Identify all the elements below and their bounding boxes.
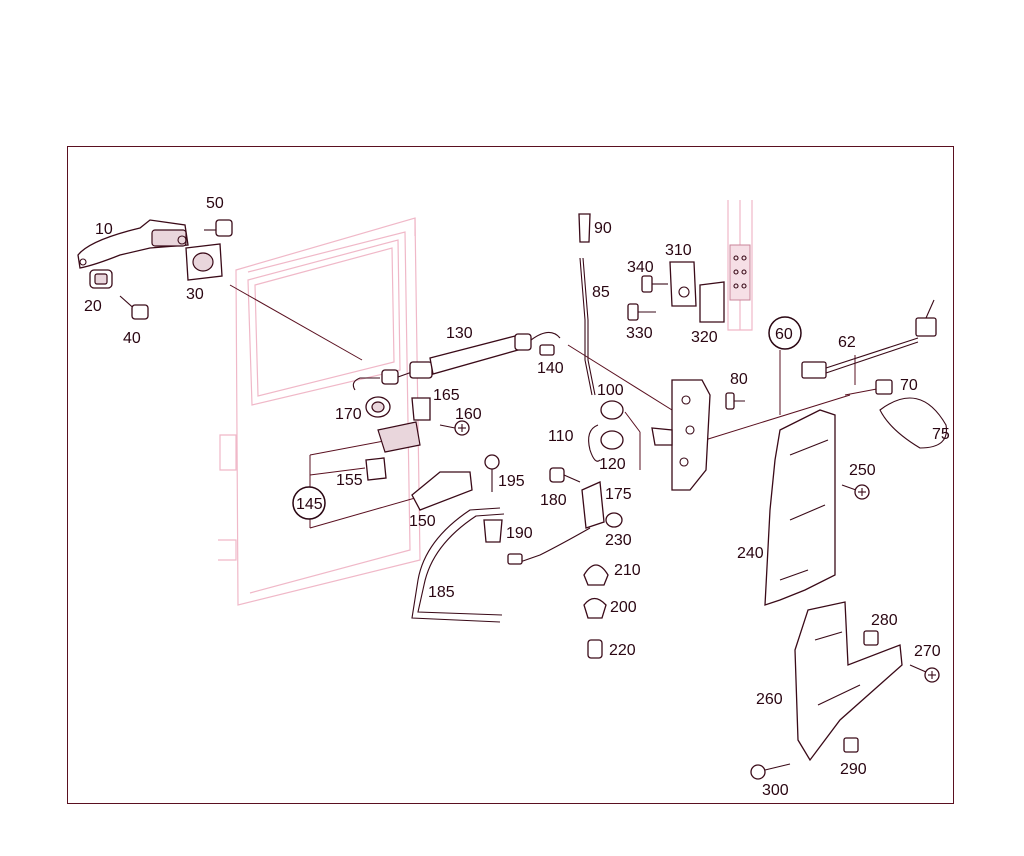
- clip-165: [411, 397, 431, 421]
- bolt-40: [119, 295, 149, 320]
- label-10: 10: [95, 221, 113, 238]
- label-130: 130: [446, 325, 473, 342]
- label-165: 165: [433, 387, 460, 404]
- ring-230: [605, 512, 623, 528]
- label-270: 270: [914, 643, 941, 660]
- plug-210: [583, 564, 609, 586]
- label-160: 160: [455, 406, 482, 423]
- strap-75: [875, 379, 948, 449]
- label-170: 170: [335, 406, 362, 423]
- door-outline: [218, 200, 753, 606]
- label-75: 75: [932, 426, 950, 443]
- label-110: 110: [548, 428, 574, 445]
- screw-160: [439, 420, 470, 436]
- label-290: 290: [840, 761, 867, 778]
- label-60: 60: [775, 326, 793, 343]
- striker-310: [669, 261, 697, 307]
- label-195: 195: [498, 473, 525, 490]
- bolt-180: [549, 467, 581, 483]
- label-80: 80: [730, 371, 748, 388]
- label-180: 180: [540, 492, 567, 509]
- label-90: 90: [594, 220, 612, 237]
- label-220: 220: [609, 642, 636, 659]
- label-190: 190: [506, 525, 533, 542]
- clip-155: [365, 457, 387, 481]
- clip-140: [539, 344, 555, 356]
- label-230: 230: [605, 532, 632, 549]
- strap-185: [411, 507, 505, 623]
- handle-gasket: [89, 269, 113, 289]
- diagram-frame: [67, 146, 954, 804]
- label-175: 175: [605, 486, 632, 503]
- handle-seal-plate: [185, 243, 223, 281]
- label-210: 210: [614, 562, 641, 579]
- callout-circle-145: [292, 486, 326, 520]
- screw-330: [627, 303, 656, 321]
- bushing-100: [600, 400, 624, 420]
- inner-door-handle: [377, 421, 421, 453]
- label-280: 280: [871, 612, 898, 629]
- clip-190: [483, 519, 503, 543]
- wiring-harness-62: [801, 299, 937, 379]
- bolt-50: [204, 219, 233, 237]
- label-340: 340: [627, 259, 654, 276]
- label-140: 140: [537, 360, 564, 377]
- label-310: 310: [665, 242, 692, 259]
- plate-320: [699, 281, 725, 323]
- grommet-170: [365, 396, 391, 418]
- label-85: 85: [592, 284, 610, 301]
- screw-300: [750, 763, 791, 780]
- label-100: 100: [597, 382, 624, 399]
- label-300: 300: [762, 782, 789, 799]
- part-number-labels: 10 20 30 40 50 60 62 70 75 80 85 90 100 …: [84, 195, 950, 799]
- screw-195: [484, 454, 500, 492]
- label-30: 30: [186, 286, 204, 303]
- remote-control-rod: [352, 331, 561, 391]
- handle-cover: [411, 471, 473, 511]
- bushing-120: [600, 430, 624, 450]
- label-330: 330: [626, 325, 653, 342]
- label-70: 70: [900, 377, 918, 394]
- label-155: 155: [336, 472, 363, 489]
- label-250: 250: [849, 462, 876, 479]
- label-185: 185: [428, 584, 455, 601]
- door-lock: [651, 379, 711, 491]
- plug-200: [583, 597, 607, 619]
- label-200: 200: [610, 599, 637, 616]
- label-145: 145: [296, 496, 323, 513]
- label-20: 20: [84, 298, 102, 315]
- label-150: 150: [409, 513, 436, 530]
- label-260: 260: [756, 691, 783, 708]
- screw-340: [641, 275, 668, 293]
- label-120: 120: [599, 456, 626, 473]
- label-240: 240: [737, 545, 764, 562]
- label-320: 320: [691, 329, 718, 346]
- lock-cover-240: [764, 409, 836, 606]
- outer-door-handle: [77, 219, 189, 269]
- screw-270: [909, 664, 940, 683]
- locking-knob-rod: [578, 213, 596, 396]
- screw-80: [725, 392, 745, 410]
- nut-280: [863, 630, 879, 646]
- lower-cover-260: [794, 601, 903, 762]
- nut-290: [843, 737, 859, 753]
- plug-220: [587, 639, 603, 659]
- callout-circle-60: [768, 316, 802, 350]
- screw-250: [841, 484, 870, 500]
- label-40: 40: [123, 330, 141, 347]
- label-62: 62: [838, 334, 856, 351]
- rod-clip-110: [588, 424, 601, 462]
- label-50: 50: [206, 195, 224, 212]
- vacuum-actuator: [507, 481, 605, 565]
